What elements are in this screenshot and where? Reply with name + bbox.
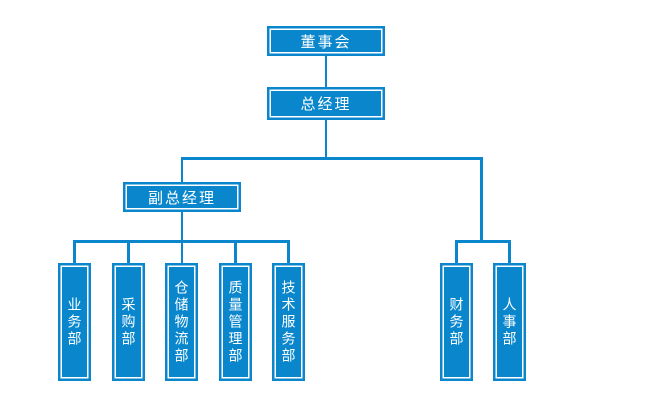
node-label: 质量管理部 xyxy=(227,279,244,365)
connector-line xyxy=(480,157,483,243)
node-general-manager: 总经理 xyxy=(267,87,385,120)
connector-line xyxy=(287,240,290,264)
connector-line xyxy=(180,240,184,264)
node-technical-service-dept: 技术服务部 xyxy=(272,263,305,381)
connector-line xyxy=(455,240,511,243)
node-label: 仓储物流部 xyxy=(173,279,190,365)
connector-line xyxy=(127,240,130,264)
connector-line xyxy=(180,157,184,183)
node-warehouse-logistics-dept: 仓储物流部 xyxy=(165,263,198,381)
node-label: 业务部 xyxy=(66,296,83,348)
node-label: 董事会 xyxy=(300,33,352,51)
node-board-of-directors: 董事会 xyxy=(267,26,385,56)
connector-line xyxy=(324,120,328,159)
connector-line xyxy=(180,211,184,242)
connector-line xyxy=(324,56,328,87)
node-purchasing-dept: 采购部 xyxy=(112,263,145,381)
connector-line xyxy=(234,240,237,264)
connector-line xyxy=(455,240,458,264)
node-quality-management-dept: 质量管理部 xyxy=(219,263,252,381)
node-label: 采购部 xyxy=(120,296,137,348)
connector-line xyxy=(73,240,76,264)
node-business-dept: 业务部 xyxy=(58,263,91,381)
connector-line xyxy=(180,157,483,160)
node-deputy-general-manager: 副总经理 xyxy=(123,182,241,212)
node-finance-dept: 财务部 xyxy=(440,263,473,381)
node-hr-dept: 人事部 xyxy=(493,263,526,381)
node-label: 财务部 xyxy=(448,296,465,348)
node-label: 人事部 xyxy=(501,296,518,348)
connector-line xyxy=(508,240,511,264)
node-label: 副总经理 xyxy=(147,189,216,207)
node-label: 总经理 xyxy=(300,96,352,113)
node-label: 技术服务部 xyxy=(280,279,297,365)
